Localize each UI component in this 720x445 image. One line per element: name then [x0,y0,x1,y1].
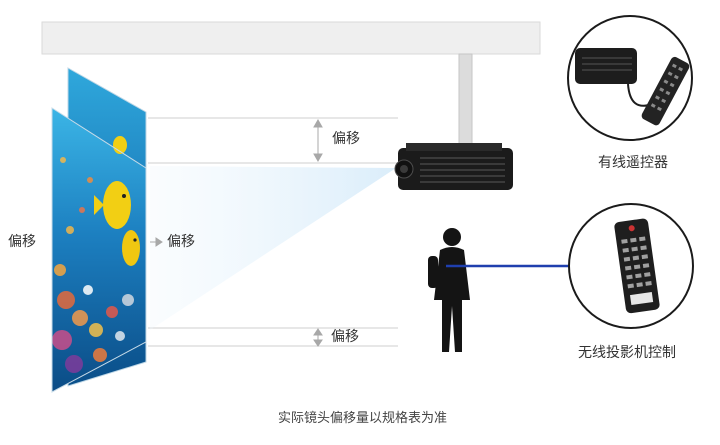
offset-label-top: 偏移 [332,131,360,147]
right-arrow-icon [150,237,163,247]
footer-note: 实际镜头偏移量以规格表为准 [278,411,448,426]
screen-panel-front [51,107,147,393]
offset-label-left: 偏移 [8,234,36,250]
wireless-remote-circle [568,203,694,329]
projector [394,143,513,190]
offset-label-bottom: 偏移 [331,329,359,345]
yellow-fish [94,136,140,266]
mount-pole [458,53,473,147]
projection-beam [150,166,396,330]
guide-lines [148,117,398,347]
double-arrow-icon [313,118,323,163]
wired-remote-circle [567,15,693,141]
double-arrow-icon [313,328,323,347]
wired-remote-label: 有线遥控器 [598,155,668,171]
person-silhouette-icon [428,228,470,352]
offset-label-right: 偏移 [167,234,195,250]
wireless-control-label: 无线投影机控制 [578,345,676,361]
ceiling-bar [41,21,541,55]
